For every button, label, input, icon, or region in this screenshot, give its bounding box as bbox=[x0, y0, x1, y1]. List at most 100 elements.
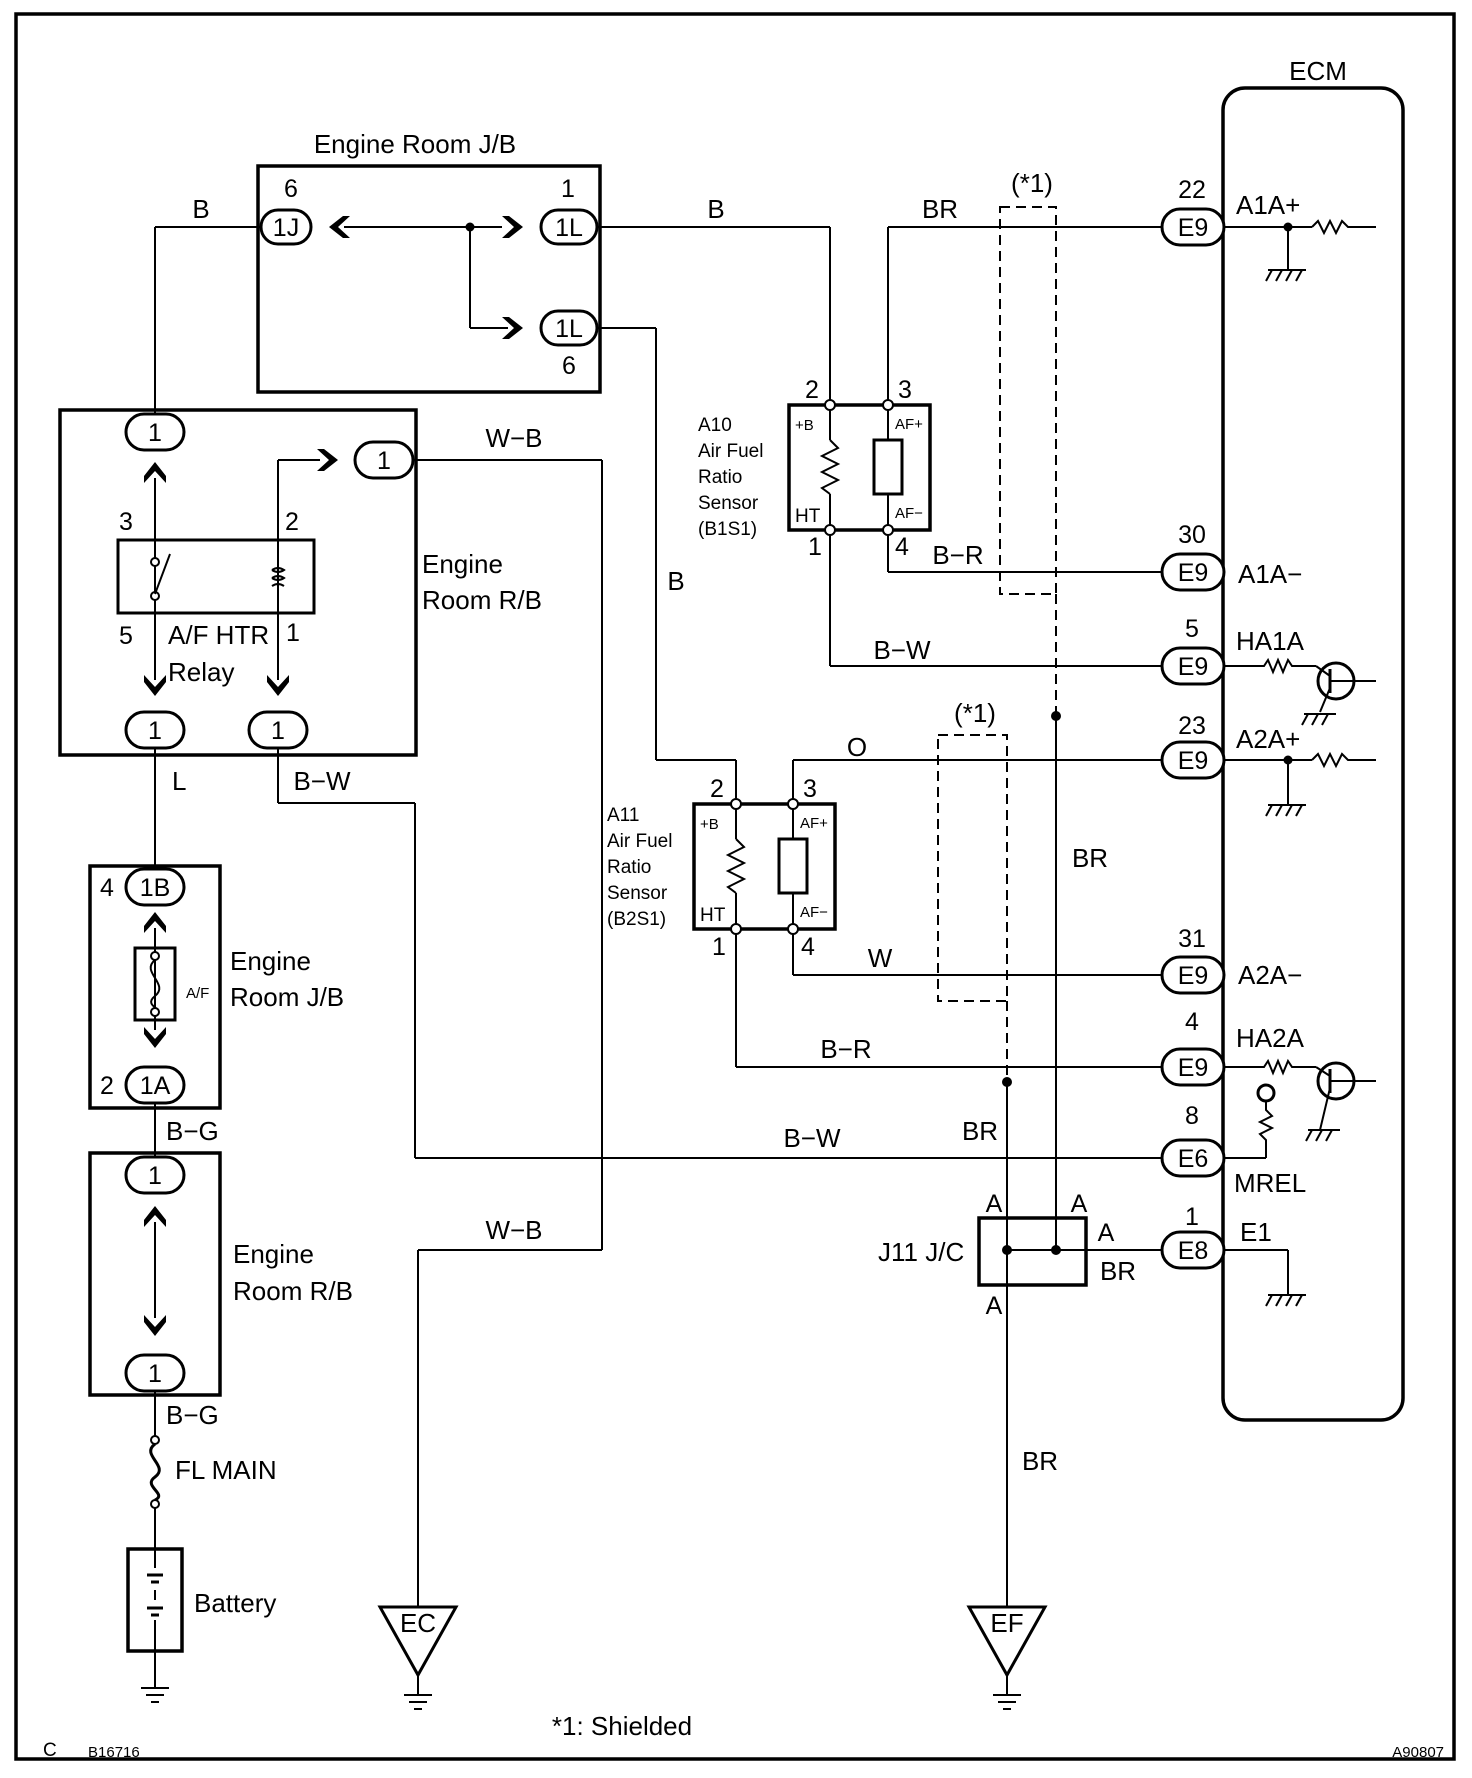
footer-fig-id: B16716 bbox=[88, 1744, 140, 1761]
ecm-ha2a-ground-icon bbox=[1305, 1129, 1340, 1142]
ecm-connector-a2a-plus-text: E9 bbox=[1178, 747, 1209, 775]
a10-air-fuel-ratio-sensor bbox=[787, 403, 932, 532]
j11-pin-a-right: A bbox=[1098, 1219, 1115, 1247]
connector-1a-text: 1A bbox=[140, 1072, 171, 1100]
a11-element-icon bbox=[777, 837, 809, 895]
ecm-a1a-resistor-icon bbox=[1311, 218, 1376, 236]
ecm-pin-31: 31 bbox=[1178, 925, 1206, 953]
wire-wb-top: W−B bbox=[485, 423, 542, 453]
connector-rb-top-relay-out-text: 1 bbox=[377, 447, 391, 475]
engine-room-rb-low-label-2: Room R/B bbox=[233, 1276, 353, 1306]
wire-bg-1: B−G bbox=[166, 1116, 219, 1146]
engine-room-rb-top-label-1: Engine bbox=[422, 549, 503, 579]
fuse-af-label: A/F bbox=[186, 985, 209, 1002]
wire-b-top-left: B bbox=[192, 194, 209, 224]
ecm-pin-30: 30 bbox=[1178, 521, 1206, 549]
wire-o-a2a: O bbox=[847, 732, 867, 762]
engine-room-rb-top-box bbox=[58, 408, 418, 757]
ground-ec-text: EC bbox=[400, 1608, 436, 1638]
engine-room-jb-low-label-2: Room J/B bbox=[230, 982, 344, 1012]
ecm-connector-ha2a-text: E9 bbox=[1178, 1054, 1209, 1082]
connector-rb-top-out-l-text: 1 bbox=[148, 717, 162, 745]
a11-label-2: Ratio bbox=[607, 857, 651, 878]
a10-term-ht: HT bbox=[795, 506, 821, 527]
a10-heater-resistor-icon bbox=[819, 439, 841, 495]
ecm-connector-e1-text: E8 bbox=[1178, 1237, 1209, 1265]
fl-main-fusible-link bbox=[149, 1442, 161, 1502]
ecm-ha2a-resistor-icon bbox=[1224, 1058, 1316, 1076]
engine-room-jb-top-label: Engine Room J/B bbox=[314, 129, 516, 159]
fl-main-label: FL MAIN bbox=[175, 1455, 277, 1485]
ground-ef-icon bbox=[966, 1605, 1048, 1710]
ecm-ha1a-ground-icon bbox=[1301, 713, 1336, 726]
connector-1l-lower-text: 1L bbox=[555, 315, 583, 343]
fuse-af bbox=[133, 946, 177, 1022]
ecm-signal-a1a-minus: A1A− bbox=[1238, 559, 1302, 589]
wire-wb-low: W−B bbox=[485, 1215, 542, 1245]
battery-ground-icon bbox=[141, 1687, 169, 1703]
j11-label: J11 J/C bbox=[878, 1237, 964, 1267]
wire-b-top-mid: B bbox=[707, 194, 724, 224]
wire-br-mid: BR bbox=[962, 1116, 998, 1146]
ecm-pin-1: 1 bbox=[1185, 1203, 1199, 1231]
pin-jb-top-6a: 6 bbox=[284, 175, 298, 203]
ecm-connector-a2a-minus bbox=[1160, 955, 1226, 995]
connector-1l-upper-text: 1L bbox=[555, 214, 583, 242]
ecm-ha1a-transistor-icon bbox=[1315, 661, 1376, 713]
relay-label-1: A/F HTR bbox=[168, 620, 269, 650]
wire-bg-2: B−G bbox=[166, 1400, 219, 1430]
wire-br-ha2a: B−R bbox=[820, 1034, 871, 1064]
ecm-signal-ha1a: HA1A bbox=[1236, 626, 1305, 656]
a10-label-4: (B1S1) bbox=[698, 519, 757, 540]
a10-label-2: Ratio bbox=[698, 467, 742, 488]
connector-rb-low-in-text: 1 bbox=[148, 1162, 162, 1190]
pin-jb-top-1: 1 bbox=[561, 175, 575, 203]
ecm-mrel-terminal-icon bbox=[1256, 1083, 1276, 1103]
ecm-signal-a2a-plus: A2A+ bbox=[1236, 724, 1300, 754]
j11-pin-a-top-left: A bbox=[986, 1190, 1003, 1218]
footer-right-code: A90807 bbox=[1392, 1744, 1444, 1761]
footer-left-code: C bbox=[43, 1740, 57, 1761]
a10-term-af-minus: AF− bbox=[895, 505, 923, 522]
connector-rb-top-in-text: 1 bbox=[148, 419, 162, 447]
a11-heater-resistor-icon bbox=[725, 838, 747, 894]
ecm-pin-4: 4 bbox=[1185, 1008, 1199, 1036]
a10-term-plus-b: +B bbox=[795, 417, 814, 434]
pin-jb-low-4: 4 bbox=[100, 874, 114, 902]
ground-ec-icon bbox=[377, 1605, 459, 1710]
a10-pin-1: 1 bbox=[808, 533, 822, 561]
pin-relay-5: 5 bbox=[119, 622, 133, 650]
wire-bw-mrel: B−W bbox=[783, 1123, 841, 1153]
ecm-connector-a1a-plus-text: E9 bbox=[1178, 214, 1209, 242]
pin-relay-3: 3 bbox=[119, 508, 133, 536]
ecm-pin-8: 8 bbox=[1185, 1102, 1199, 1130]
wire-br-low: BR bbox=[1022, 1446, 1058, 1476]
ecm-connector-a2a-minus-text: E9 bbox=[1178, 962, 1209, 990]
a11-label-3: Sensor bbox=[607, 883, 668, 904]
ecm-a2a-resistor-icon bbox=[1311, 751, 1376, 769]
connector-rb-top-out-bw-text: 1 bbox=[271, 717, 285, 745]
wire-br-shield: BR bbox=[1072, 843, 1108, 873]
shield-mark-a11: (*1) bbox=[954, 698, 996, 728]
ecm-label: ECM bbox=[1289, 56, 1347, 86]
wire-b-mid: B bbox=[667, 566, 684, 596]
a11-air-fuel-ratio-sensor bbox=[692, 802, 837, 931]
connector-1j-text: 1J bbox=[273, 214, 299, 242]
a10-label-3: Sensor bbox=[698, 493, 759, 514]
ecm-connector-a1a-minus-text: E9 bbox=[1178, 559, 1209, 587]
ecm-pin-5: 5 bbox=[1185, 615, 1199, 643]
wire-l: L bbox=[172, 766, 186, 796]
a11-pin-4: 4 bbox=[801, 933, 815, 961]
ecm-e1-ground-icon bbox=[1265, 1294, 1306, 1307]
ecm-a1a-ground-icon bbox=[1265, 269, 1306, 282]
ground-ef-text: EF bbox=[990, 1608, 1023, 1638]
engine-room-jb-top-box bbox=[256, 164, 602, 394]
wire-w-a2a-minus: W bbox=[868, 943, 893, 973]
relay-label-2: Relay bbox=[168, 657, 234, 687]
a10-element-icon bbox=[872, 438, 904, 496]
a10-pin-3: 3 bbox=[898, 376, 912, 404]
ecm-signal-ha2a: HA2A bbox=[1236, 1023, 1305, 1053]
ecm-ha2a-transistor-icon bbox=[1315, 1061, 1376, 1131]
engine-room-jb-low-label-1: Engine bbox=[230, 946, 311, 976]
